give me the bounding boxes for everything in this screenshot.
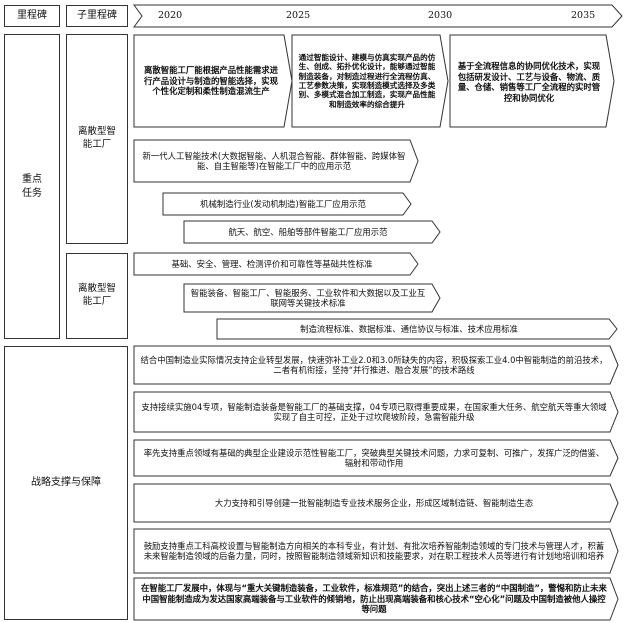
year-2035: 2035 [571,10,596,21]
standard-arrow-1 [133,252,419,276]
strategy-arrow-5 [133,528,619,574]
discrete-factory-group-2: 离散型智 能工厂 [66,253,128,339]
strategy-2: 支持接续实施04专项，智能制造装备是智能工厂的基础支撑，04专项已取得重要成果，… [141,401,607,423]
task-arrow-6 [183,220,441,244]
strategy-arrow-2 [133,391,619,433]
sub-milestone-header: 子里程碑 [66,5,128,27]
task-1-6: 航天、航空、船舶等部件智能工厂应用示范 [228,226,388,237]
year-2020: 2020 [158,10,183,21]
strategy-arrow-4 [133,483,619,523]
discrete-factory-group-1-label: 离散型智 能工厂 [77,126,116,150]
year-2025: 2025 [286,10,311,21]
strategy-label-text: 战略支撑与保障 [31,477,101,489]
sub-milestone-header-text: 子里程碑 [77,9,117,21]
milestone-header: 里程碑 [4,5,60,27]
standard-2: 智能装备、智能工厂、智能服务、工业软件和大数据以及工业互联网等关键技术标准 [190,287,426,309]
timeline-arrow [133,4,623,28]
strategy-label: 战略支撑与保障 [4,346,128,620]
strategy-arrow-1 [133,345,619,385]
task-arrow-1 [133,34,293,128]
strategy-arrow-3 [133,439,619,477]
strategy-6: 在智能工厂发展中，体现与“重大关键制造装备，工业软件，标准规范”的结合，突出上述… [141,583,607,615]
task-1-3: 基于全流程信息的协同优化技术，实现包括研发设计、工艺与设备、物流、质量、仓储、销… [457,61,601,103]
task-arrow-2 [291,34,449,128]
milestone-header-text: 里程碑 [17,9,47,21]
task-arrow-5 [162,192,412,216]
strategy-4: 大力支持和引导创建一批智能制造专业技术服务企业，形成区域制造链、智能制造生态 [214,497,534,508]
discrete-factory-group-2-label: 离散型智 能工厂 [77,283,116,307]
year-2030: 2030 [428,10,453,21]
strategy-1: 结合中国制造业实际情况支持企业转型发展，快速弥补工业2.0和3.0所缺失的内容，… [140,354,608,376]
discrete-factory-group-1: 离散型智 能工厂 [66,34,128,244]
strategy-3: 率先支持重点领域有基础的典型企业建设示范性智能工厂，突破典型关键技术问题，力求可… [143,447,605,469]
task-arrow-4 [133,139,419,183]
task-1-2: 通过智能设计、建模与仿真实现产品的仿生、创成、拓扑优化设计，能够通过智能制造装备… [298,52,436,109]
task-1-4: 新一代人工智能技术(大数据智能、人机混合智能、群体智能、跨媒体智能、自主智能等)… [142,150,406,172]
standard-arrow-2 [183,283,441,313]
standard-1: 基础、安全、管理、检测评价和可靠性等基础共性标准 [171,258,373,269]
task-arrow-3 [449,34,615,128]
standard-arrow-3 [216,318,618,340]
task-1-5: 机械制造行业(发动机制造)智能工厂应用示范 [200,198,366,209]
key-tasks-label-text: 重点 任务 [22,174,42,199]
strategy-5: 鼓励支持重点工科高校设置与智能制造方向相关的本科专业，有计划、有批次培养智能制造… [143,540,605,562]
task-1-1: 离散智能工厂能根据产品性能需求进行产品设计与制造的智能选择，实现个性化定制和柔性… [144,65,278,97]
strategy-arrow-6 [133,577,619,621]
key-tasks-label: 重点 任务 [4,34,60,339]
standard-3: 制造流程标准、数据标准、通信协议与标准、技术应用标准 [300,323,518,334]
